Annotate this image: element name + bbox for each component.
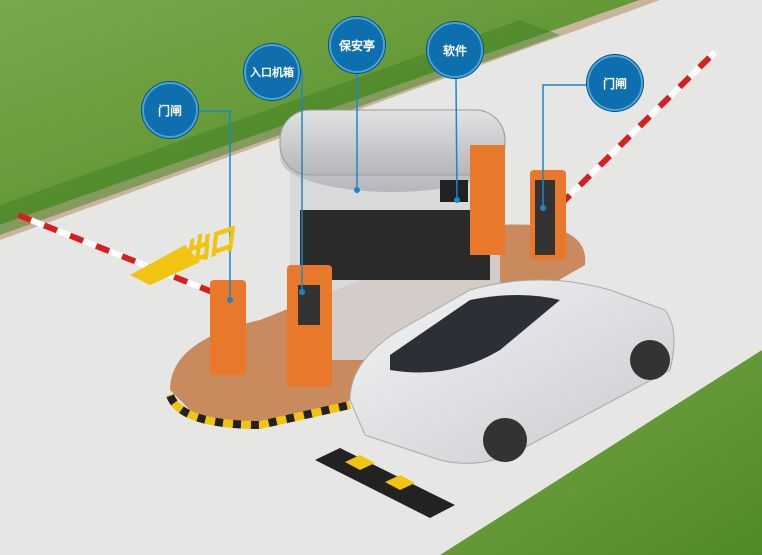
monitor [440, 180, 468, 202]
entrance-cabinet [287, 265, 332, 387]
speed-bump [315, 448, 455, 518]
left-gate-cabinet [210, 280, 246, 375]
callout-left-gate: 门闸 [142, 82, 198, 138]
callout-security-booth: 保安亭 [329, 17, 385, 73]
callout-software: 软件 [427, 22, 483, 78]
hedge [0, 20, 560, 235]
callout-right-gate: 门闸 [587, 55, 643, 111]
grass-bottom [440, 350, 762, 555]
leader-lines [198, 69, 587, 300]
car [349, 279, 675, 464]
callout-entrance-cabinet: 入口机箱 [244, 44, 300, 100]
